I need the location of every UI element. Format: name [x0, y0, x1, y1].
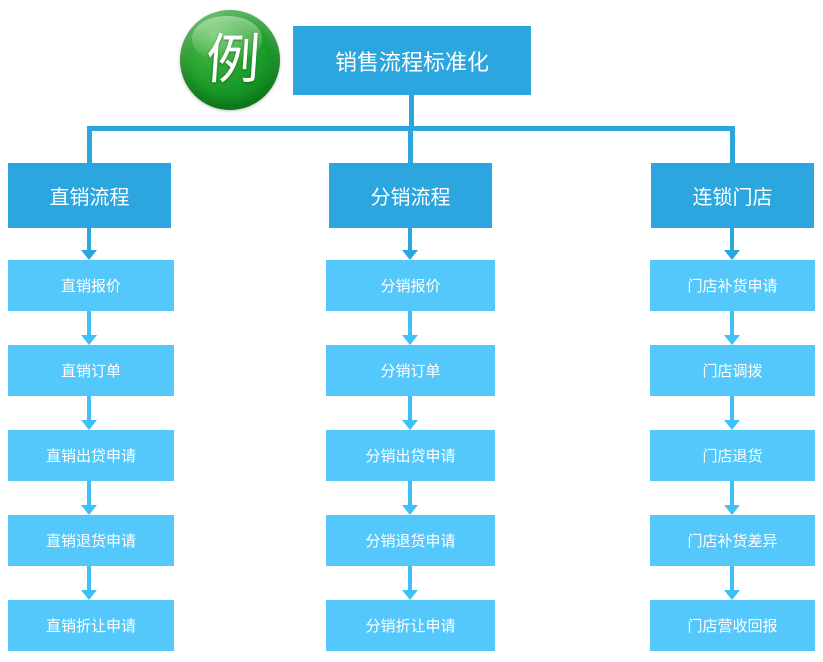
step-2-3[interactable]: 分销出贷申请	[326, 430, 495, 481]
arrow-2-3	[402, 481, 418, 515]
step-2-1-label: 分销报价	[380, 278, 441, 295]
step-1-4[interactable]: 直销退货申请	[8, 515, 174, 566]
branch-header-3[interactable]: 连锁门店	[651, 163, 814, 228]
step-3-2-label: 门店调拨	[702, 363, 763, 380]
step-3-3-label: 门店退货	[702, 448, 763, 465]
step-3-5[interactable]: 门店营收回报	[650, 600, 815, 651]
step-1-5[interactable]: 直销折让申请	[8, 600, 174, 651]
step-3-1[interactable]: 门店补货申请	[650, 260, 815, 311]
step-1-5-label: 直销折让申请	[45, 618, 136, 635]
step-3-5-label: 门店营收回报	[687, 618, 778, 635]
arrow-3-4	[724, 566, 740, 600]
arrow-2-2	[402, 396, 418, 430]
example-badge-label: 例	[203, 30, 263, 90]
arrow-3-2	[724, 396, 740, 430]
example-badge: 例	[180, 10, 280, 110]
connector-drop-2	[408, 126, 413, 163]
arrow-1-4	[81, 566, 97, 600]
connector-drop-3	[730, 126, 735, 163]
arrow-1-2	[81, 396, 97, 430]
step-2-3-label: 分销出贷申请	[365, 448, 456, 465]
arrow-3-0	[724, 228, 740, 260]
step-1-2[interactable]: 直销订单	[8, 345, 174, 396]
step-1-4-label: 直销退货申请	[45, 533, 136, 550]
step-3-2[interactable]: 门店调拨	[650, 345, 815, 396]
step-2-4-label: 分销退货申请	[365, 533, 456, 550]
step-3-1-label: 门店补货申请	[687, 278, 778, 295]
branch-header-1[interactable]: 直销流程	[8, 163, 171, 228]
step-2-1[interactable]: 分销报价	[326, 260, 495, 311]
step-1-1-label: 直销报价	[60, 278, 121, 295]
branch-header-3-label: 连锁门店	[692, 187, 773, 209]
step-1-2-label: 直销订单	[60, 363, 121, 380]
branch-header-2[interactable]: 分销流程	[329, 163, 492, 228]
branch-header-2-label: 分销流程	[370, 187, 451, 209]
step-1-3[interactable]: 直销出贷申请	[8, 430, 174, 481]
root-node-label: 销售流程标准化	[334, 49, 489, 75]
arrow-3-1	[724, 311, 740, 345]
arrow-1-1	[81, 311, 97, 345]
branch-header-1-label: 直销流程	[49, 187, 130, 209]
step-2-2-label: 分销订单	[380, 363, 441, 380]
root-node[interactable]: 销售流程标准化	[293, 26, 531, 95]
arrow-2-0	[402, 228, 418, 260]
step-3-4-label: 门店补货差异	[687, 533, 778, 550]
arrow-3-3	[724, 481, 740, 515]
step-1-3-label: 直销出贷申请	[45, 448, 136, 465]
arrow-1-0	[81, 228, 97, 260]
step-2-5[interactable]: 分销折让申请	[326, 600, 495, 651]
connector-drop-1	[87, 126, 92, 163]
step-2-4[interactable]: 分销退货申请	[326, 515, 495, 566]
step-2-5-label: 分销折让申请	[365, 618, 456, 635]
arrow-2-1	[402, 311, 418, 345]
arrow-2-4	[402, 566, 418, 600]
step-3-3[interactable]: 门店退货	[650, 430, 815, 481]
step-2-2[interactable]: 分销订单	[326, 345, 495, 396]
step-1-1[interactable]: 直销报价	[8, 260, 174, 311]
arrow-1-3	[81, 481, 97, 515]
connector-root-stem	[409, 95, 414, 127]
step-3-4[interactable]: 门店补货差异	[650, 515, 815, 566]
